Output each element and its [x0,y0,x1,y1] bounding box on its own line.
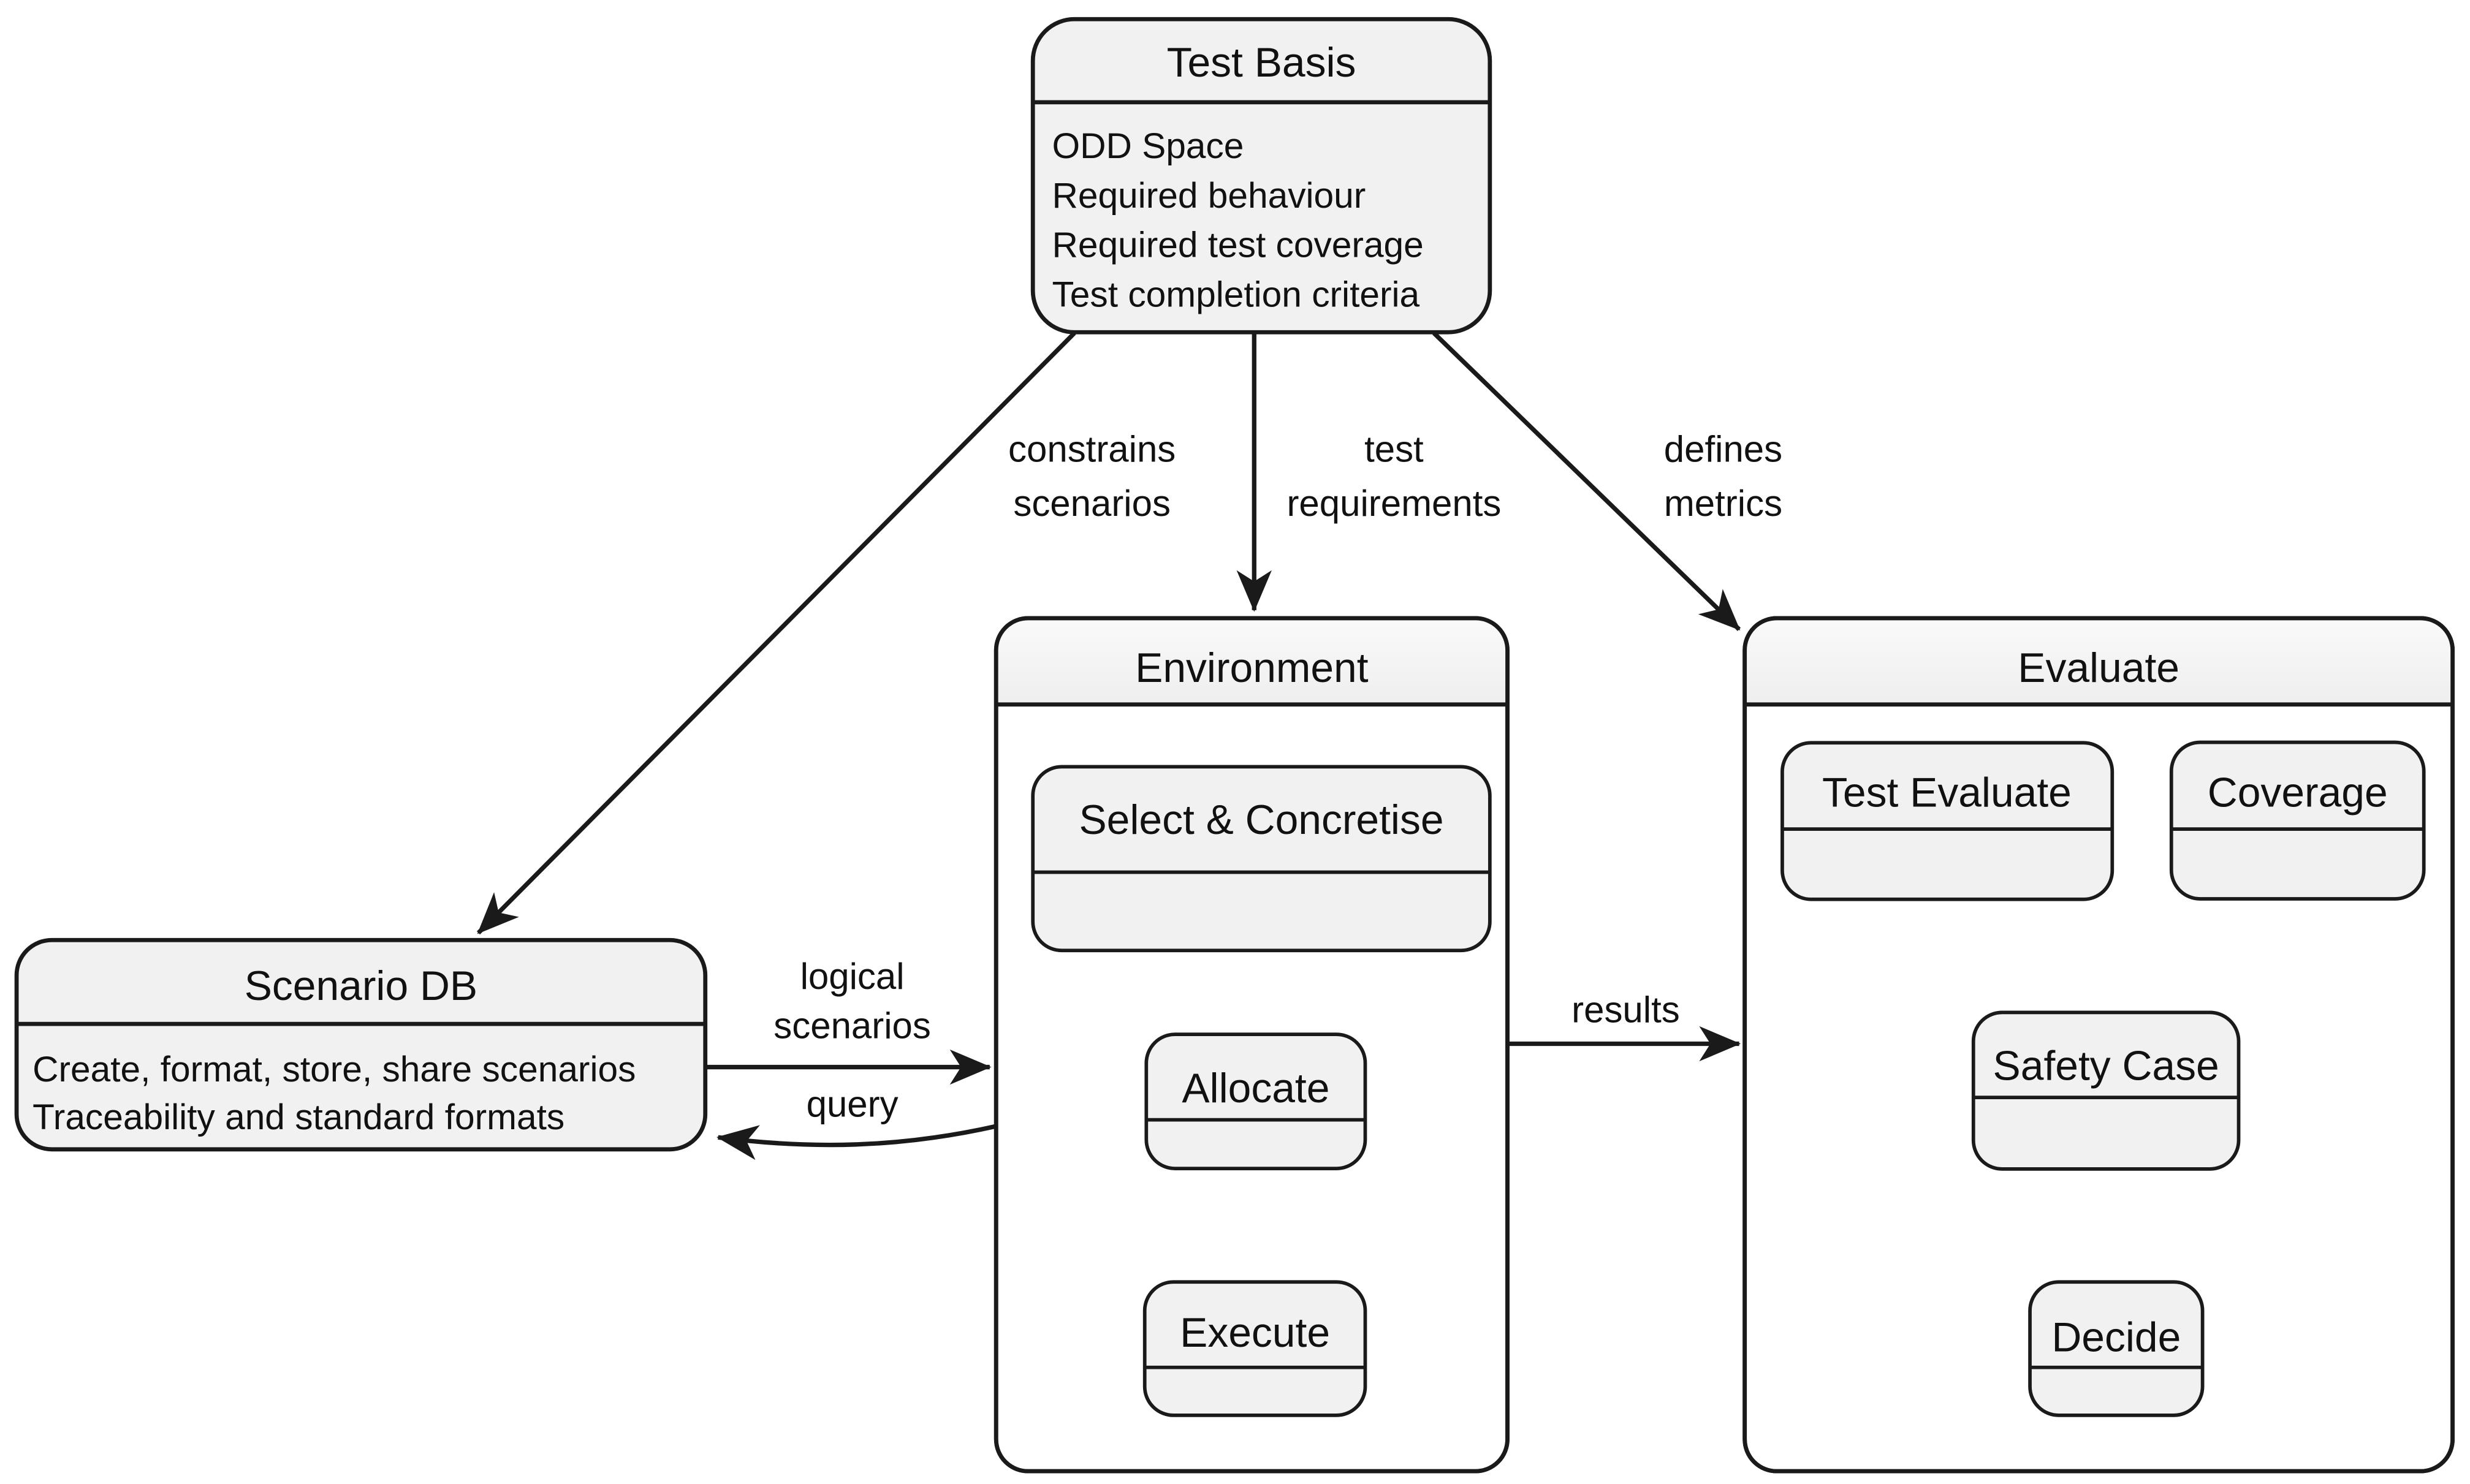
test-basis-item: Required test coverage [1052,225,1423,265]
node-allocate: Allocate [1144,1032,1367,1170]
execute-box [1142,1280,1367,1417]
node-test-evaluate: Test Evaluate [1780,741,2115,901]
edge-defines-metrics [1432,331,1741,631]
execute-label: Execute [1180,1310,1330,1356]
coverage-label: Coverage [2208,770,2388,816]
test-basis-box [1030,17,1492,335]
allocate-box [1144,1032,1367,1170]
evaluate-outline [1742,616,2455,1474]
edge-constrains-scenarios [476,331,1076,935]
scenario-db-box [14,937,708,1152]
edge-labels: constrains scenarios test requirements d… [773,428,1782,1124]
label-logical-line2: scenarios [773,1005,931,1047]
node-test-basis: Test Basis ODD Space Required behaviour … [1030,17,1492,335]
test-basis-item: Required behaviour [1052,176,1366,216]
evaluate-header [1744,618,2453,705]
decide-label: Decide [2051,1315,2181,1361]
decide-box [2028,1280,2205,1417]
test-basis-item: Test completion criteria [1052,275,1419,315]
label-testreq-line1: test [1364,428,1424,469]
label-constrains-line1: constrains [1008,428,1176,469]
node-safety-case: Safety Case [1971,1010,2241,1171]
select-concretise-label: Select & Concretise [1079,797,1443,843]
container-environment: Environment Select & Concretise Allocate… [994,616,1510,1474]
label-defines-line2: metrics [1664,483,1782,524]
container-evaluate: Evaluate Test Evaluate Coverage Safety C… [1742,616,2455,1474]
select-concretise-box [1031,765,1492,953]
scenario-db-title: Scenario DB [245,963,477,1009]
evaluate-title: Evaluate [2018,645,2179,691]
node-coverage: Coverage [2169,740,2426,901]
environment-outline [994,616,1510,1474]
label-testreq-line2: requirements [1286,483,1501,524]
node-decide: Decide [2028,1280,2205,1417]
node-scenario-db: Scenario DB Create, format, store, share… [14,937,708,1152]
allocate-label: Allocate [1182,1066,1329,1111]
safety-case-label: Safety Case [1993,1043,2219,1089]
label-logical-line1: logical [800,956,905,997]
scenario-db-item: Traceability and standard formats [32,1097,564,1137]
test-evaluate-label: Test Evaluate [1822,770,2072,816]
edge-query [716,1124,997,1160]
label-constrains-line2: scenarios [1013,483,1171,524]
test-basis-title: Test Basis [1167,40,1356,86]
safety-case-box [1971,1010,2241,1171]
label-results: results [1571,990,1680,1031]
label-defines-line1: defines [1664,428,1782,469]
node-select-concretise: Select & Concretise [1031,765,1492,953]
test-basis-item: ODD Space [1052,126,1244,166]
node-execute: Execute [1142,1280,1367,1417]
coverage-box [2169,740,2426,901]
environment-title: Environment [1135,645,1369,691]
label-query: query [807,1083,899,1124]
environment-header [996,618,1508,705]
test-evaluate-box [1780,741,2115,901]
scenario-db-item: Create, format, store, share scenarios [32,1050,636,1089]
